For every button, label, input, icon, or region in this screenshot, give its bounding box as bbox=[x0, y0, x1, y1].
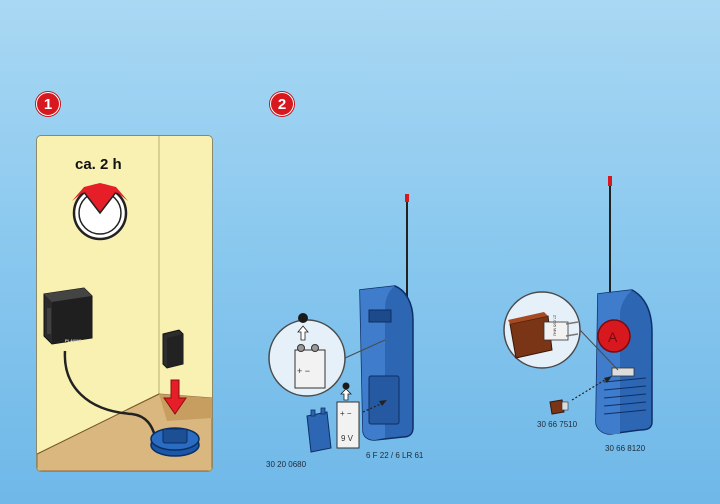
charger-plug-icon bbox=[43, 287, 93, 345]
battery-voltage-label: 9 V bbox=[341, 434, 354, 443]
svg-text:+ −: + − bbox=[297, 366, 310, 376]
remote-battery-scene: + − + − bbox=[268, 194, 414, 453]
charger-brand-label: PLAYMO bbox=[65, 338, 82, 343]
step-1-badge: 1 bbox=[36, 92, 60, 116]
step-2-badge: 2 bbox=[270, 92, 294, 116]
battery-type-label: 6 F 22 / 6 LR 61 bbox=[366, 451, 424, 460]
crystal-part-number: 30 66 7510 bbox=[537, 420, 578, 429]
battery-cover-part-number: 30 20 0680 bbox=[266, 460, 307, 469]
svg-text:+ −: + − bbox=[340, 409, 352, 418]
crystal-frequency-label: 27.095 MHz bbox=[552, 314, 558, 337]
battery-block-icon bbox=[162, 329, 184, 369]
charge-time-label: ca. 2 h bbox=[75, 156, 122, 173]
svg-text:A: A bbox=[608, 329, 618, 345]
remote-crystal-scene: A bbox=[503, 176, 653, 435]
timer-icon bbox=[72, 183, 128, 241]
charging-scene-panel: PLAYMO ca. 2 h bbox=[36, 135, 213, 472]
remote-part-number: 30 66 8120 bbox=[605, 444, 646, 453]
charging-dock-icon bbox=[150, 427, 200, 457]
insert-arrow-icon bbox=[163, 379, 187, 415]
